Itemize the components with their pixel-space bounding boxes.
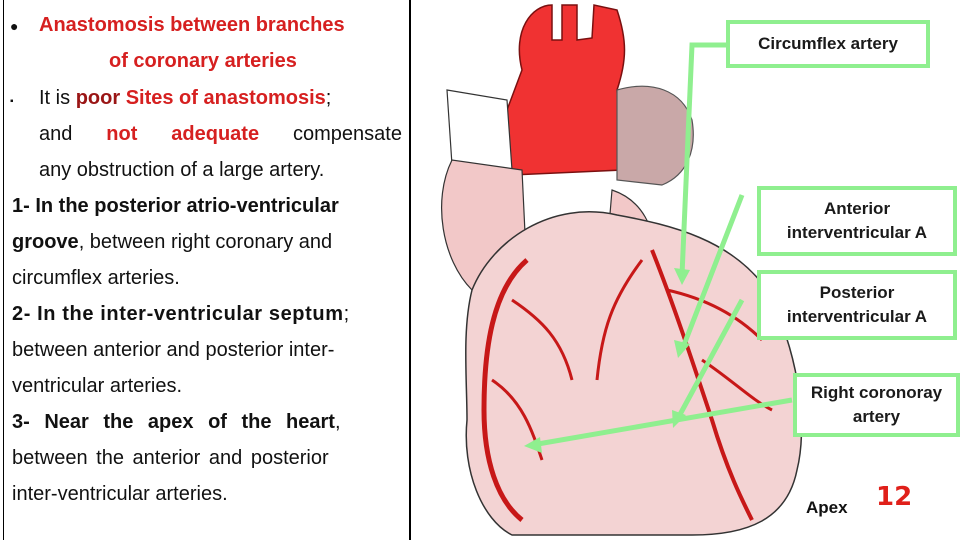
label-right-coronary: Right coronoray artery <box>793 373 960 437</box>
septal-branch <box>595 259 644 381</box>
p2-line-3: circumflex arteries. <box>12 266 180 290</box>
label-apex: Apex <box>806 498 848 517</box>
p3-line-3: ventricular arteries. <box>12 374 182 398</box>
p4-comma: , <box>334 411 341 433</box>
heading-line-2: of coronary arteries <box>109 49 297 73</box>
p3-heading: 2- In the inter-ventricular septum <box>12 303 344 325</box>
diagonal-branch <box>666 288 764 342</box>
pointer-arrows <box>531 42 793 448</box>
ventricles <box>465 211 803 536</box>
p3-ventricular: ventricular arteries. <box>12 375 183 397</box>
p4-line-1: 3- Near the apex of the heart, <box>12 410 341 434</box>
heading-text-2: of coronary arteries <box>109 50 297 72</box>
label-anterior-text: Anterior interventricular A <box>786 199 928 242</box>
label-right-coronary-text: Right coronoray artery <box>810 383 943 426</box>
heart-diagram <box>412 0 960 540</box>
heading-text: Anastomosis between branches <box>39 14 345 36</box>
p1-poor: poor <box>75 87 121 109</box>
p2-groove: groove <box>12 231 79 253</box>
p3-between: between anterior and posterior inter- <box>12 339 335 361</box>
p4-between: between the anterior and posterior <box>12 447 329 469</box>
label-circumflex-text: Circumflex artery <box>758 34 898 53</box>
p1-line-3: any obstruction of a large artery. <box>39 158 324 182</box>
marginal-branch <box>511 298 574 381</box>
p1-adequate: adequate <box>171 123 260 145</box>
bullet-dot: ● <box>10 18 19 34</box>
text-panel: ● Anastomosis between branches of corona… <box>3 0 411 540</box>
p1-obstruction: any obstruction of a large artery. <box>39 159 325 181</box>
p1-text: It is <box>39 87 71 109</box>
p4-line-2: between the anterior and posterior <box>12 446 329 470</box>
label-posterior-iv: Posterior interventricular A <box>757 270 957 340</box>
p2-line-2: groove, between right coronary and <box>12 230 332 254</box>
p4-inter: inter-ventricular arteries. <box>12 483 228 505</box>
p1-not: not <box>106 123 138 145</box>
p1-compensate: compensate <box>293 123 402 145</box>
p3-line-2: between anterior and posterior inter- <box>12 338 334 362</box>
p3-line-1: 2- In the inter-ventricular septum; <box>12 302 350 326</box>
p1-sites: Sites of anastomosis <box>125 87 326 109</box>
vena-cava <box>446 89 513 171</box>
p2-between: , between right coronary and <box>78 231 333 253</box>
bullet-square: ▪ <box>10 96 14 107</box>
arrow-right-coronary <box>531 397 793 448</box>
arrow-posterior-iv <box>674 298 745 422</box>
p4-line-3: inter-ventricular arteries. <box>12 482 228 506</box>
p1-line-2: and not adequate compensate <box>39 122 402 146</box>
p1-and: and <box>39 123 73 145</box>
right-coronary-artery <box>481 258 529 522</box>
arrow-heads <box>524 268 690 453</box>
arrow-anterior-iv <box>679 194 745 351</box>
p2-heading: 1- In the posterior atrio-ventricular <box>12 195 339 217</box>
heart-illustration <box>441 4 803 536</box>
aorta <box>506 4 626 176</box>
arrow-circumflex <box>679 42 730 276</box>
p1-line-1: It is poor Sites of anastomosis; <box>39 86 331 110</box>
p4-heading: 3- Near the apex of the heart <box>12 411 335 433</box>
page-number: 12 <box>876 482 913 512</box>
label-circumflex-artery: Circumflex artery <box>726 20 930 68</box>
label-anterior-iv: Anterior interventricular A <box>757 186 957 256</box>
heading-line-1: Anastomosis between branches <box>39 13 345 37</box>
p2-circumflex: circumflex arteries. <box>12 267 180 289</box>
label-posterior-text: Posterior interventricular A <box>786 283 928 326</box>
p3-semicolon: ; <box>343 303 350 325</box>
p2-line-1: 1- In the posterior atrio-ventricular <box>12 194 339 218</box>
pulmonary-trunk <box>616 85 694 186</box>
p1-semicolon: ; <box>325 87 332 109</box>
